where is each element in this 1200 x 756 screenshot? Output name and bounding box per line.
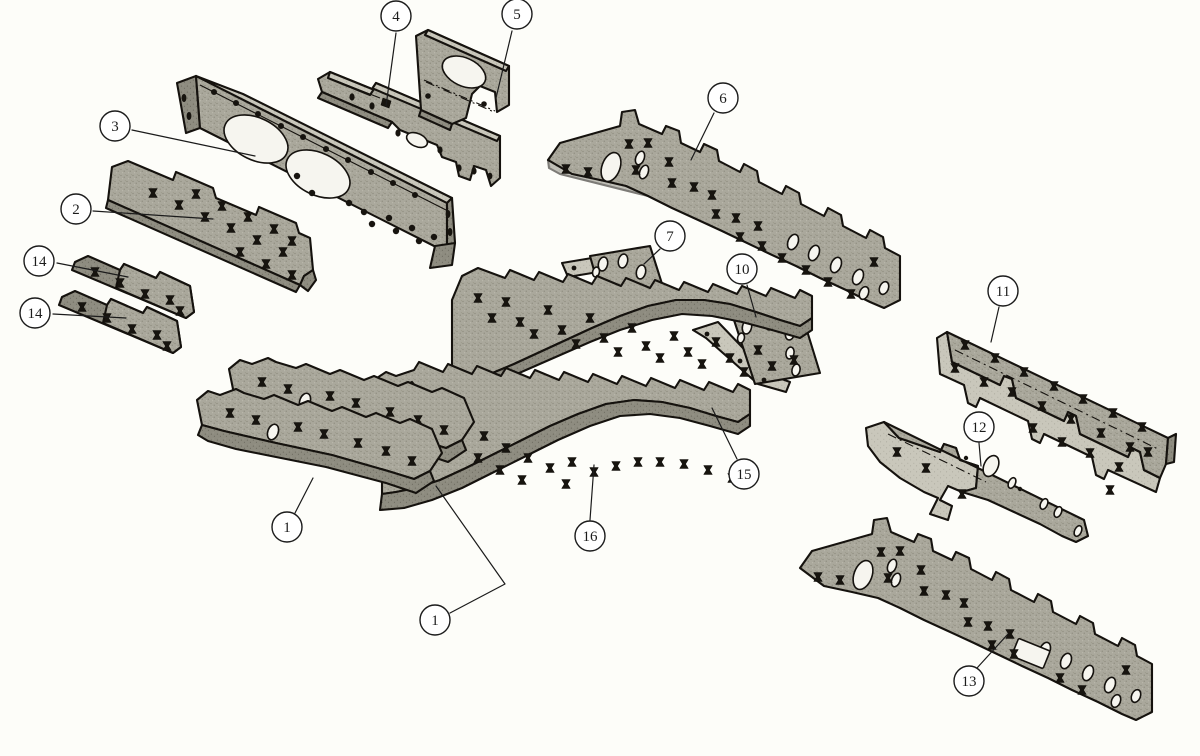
leader-line	[976, 633, 1009, 669]
leader-line	[711, 407, 738, 460]
callout-circle[interactable]	[19, 297, 51, 329]
part-1b-lower-longeron	[195, 387, 444, 495]
part-12-narrow-slotted-strip	[864, 420, 1090, 544]
callout-circle[interactable]	[23, 245, 55, 277]
leader-line	[690, 112, 715, 161]
leader-line	[435, 485, 506, 614]
callout-circle[interactable]	[99, 110, 131, 142]
part-4-channel-bracket	[316, 70, 502, 188]
callout-circle[interactable]	[707, 82, 739, 114]
leader-line	[978, 442, 982, 467]
part-13-tapered-web-frame	[798, 516, 1154, 722]
leader-line	[589, 464, 595, 521]
leader-line	[643, 248, 661, 265]
callout-circle[interactable]	[728, 458, 760, 490]
part-3-double-oval-cutout-panel	[175, 74, 457, 270]
leader-line	[52, 313, 127, 319]
callout-circle[interactable]	[987, 275, 1019, 307]
callout-circle[interactable]	[60, 193, 92, 225]
part-14b-short-stringer	[57, 289, 183, 355]
part-2-slotted-angle-rail	[104, 159, 318, 294]
callout-circle[interactable]	[271, 511, 303, 543]
callout-circle[interactable]	[953, 665, 985, 697]
leader-line	[131, 129, 256, 157]
leader-line	[990, 306, 1000, 343]
part-15-long-notched-stringer	[448, 266, 814, 400]
callout-circle[interactable]	[963, 411, 995, 443]
callout-circle[interactable]	[654, 220, 686, 252]
leader-line	[746, 284, 757, 318]
leader-line	[56, 262, 129, 278]
leader-line	[294, 477, 314, 514]
part-5-oval-window-bracket	[414, 28, 511, 132]
leader-line	[495, 30, 513, 99]
leader-line	[385, 32, 397, 107]
callout-circle[interactable]	[380, 0, 412, 32]
callout-circle[interactable]	[574, 520, 606, 552]
callout-circle[interactable]	[501, 0, 533, 30]
leader-line	[92, 210, 214, 220]
part-6-tapered-web-frame	[546, 108, 902, 310]
callout-circle[interactable]	[726, 253, 758, 285]
part-11-flanged-slotted-beam	[935, 330, 1178, 495]
rivet-cluster-lower	[293, 172, 438, 245]
callout-circle[interactable]	[419, 604, 451, 636]
